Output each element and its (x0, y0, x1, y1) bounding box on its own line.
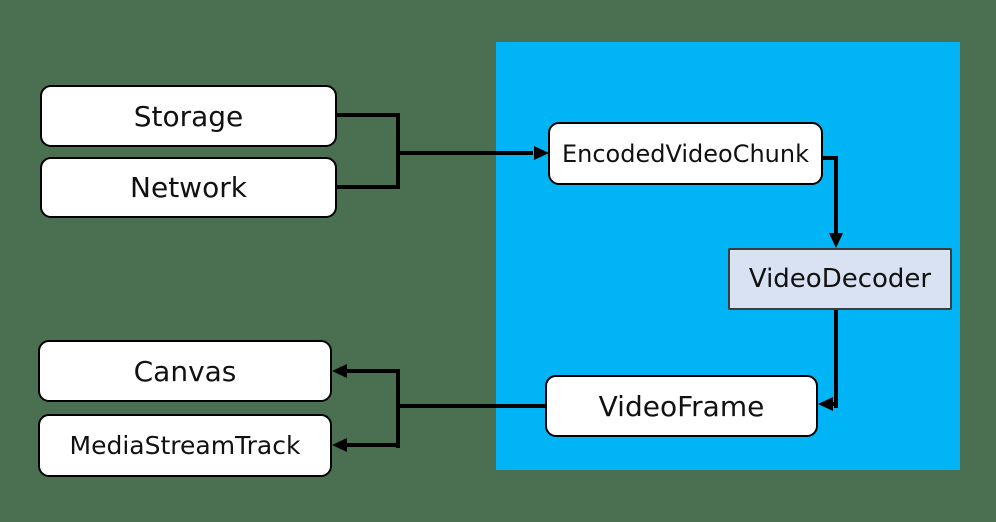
edge-encoded-video-chunk-out (823, 156, 838, 160)
edge-video-decoder-out (834, 310, 838, 408)
arrowhead-into-encoded-video-chunk (534, 146, 549, 160)
node-encoded-video-chunk: EncodedVideoChunk (548, 122, 823, 185)
node-storage: Storage (40, 85, 337, 147)
edge-sinks-junction (396, 369, 400, 448)
node-video-decoder: VideoDecoder (728, 248, 952, 310)
node-media-stream-track-label: MediaStreamTrack (69, 431, 301, 460)
node-canvas-label: Canvas (133, 354, 237, 388)
arrowhead-into-canvas (332, 364, 347, 378)
edge-to-canvas (347, 369, 400, 373)
arrowhead-into-video-decoder (829, 233, 843, 248)
node-canvas: Canvas (38, 340, 332, 402)
node-network: Network (40, 157, 337, 218)
node-video-frame-label: VideoFrame (598, 389, 765, 423)
node-network-label: Network (130, 171, 247, 204)
node-encoded-video-chunk-label: EncodedVideoChunk (561, 139, 810, 168)
node-video-decoder-label: VideoDecoder (748, 264, 932, 294)
arrowhead-into-media-stream-track (332, 438, 347, 452)
edge-to-video-decoder (834, 156, 838, 235)
edge-to-media-stream-track (347, 443, 400, 447)
node-video-frame: VideoFrame (545, 375, 818, 437)
arrowhead-into-video-frame (818, 397, 833, 411)
edge-junction-to-encoded-video-chunk (396, 151, 533, 155)
node-storage-label: Storage (133, 99, 244, 133)
edge-storage-to-junction (337, 113, 400, 117)
edge-network-to-junction (337, 185, 400, 189)
node-media-stream-track: MediaStreamTrack (38, 414, 332, 477)
edge-video-frame-out (400, 404, 545, 408)
